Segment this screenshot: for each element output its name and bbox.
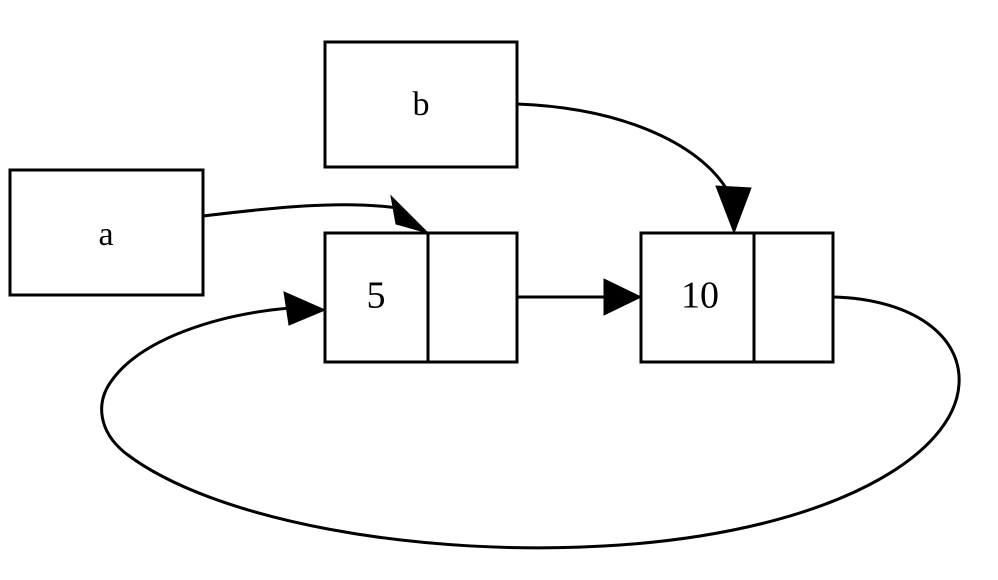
pointer-box-a-label: a xyxy=(98,216,113,253)
edge-b-to-node10-line xyxy=(516,102,733,198)
list-node-5[interactable]: 5 xyxy=(323,231,519,364)
edge-b-to-node10-arrowhead xyxy=(715,185,752,235)
edge-a-to-node5-arrowhead xyxy=(390,194,430,234)
list-node-5-value: 5 xyxy=(367,275,386,317)
edge-node5-to-node10-arrowhead xyxy=(603,278,643,316)
list-node-10[interactable]: 10 xyxy=(639,231,835,364)
pointer-box-a-rect xyxy=(8,168,205,297)
edge-node10-to-node5-arrowhead xyxy=(283,291,327,326)
list-node-10-value: 10 xyxy=(681,275,719,317)
pointer-box-b-rect xyxy=(323,40,519,169)
list-node-10-rect xyxy=(639,231,835,364)
list-node-5-rect xyxy=(323,231,519,364)
pointer-box-a[interactable]: a xyxy=(8,168,205,297)
pointer-box-b-label: b xyxy=(413,86,430,123)
pointer-box-b[interactable]: b xyxy=(323,40,519,169)
edge-a-to-node5 xyxy=(202,194,430,234)
edge-a-to-node5-line xyxy=(202,203,399,218)
edge-node10-to-node5 xyxy=(100,291,961,550)
edge-node5-to-node10 xyxy=(517,278,643,316)
edge-node10-to-node5-line xyxy=(100,295,961,550)
edge-b-to-node10 xyxy=(516,102,752,235)
